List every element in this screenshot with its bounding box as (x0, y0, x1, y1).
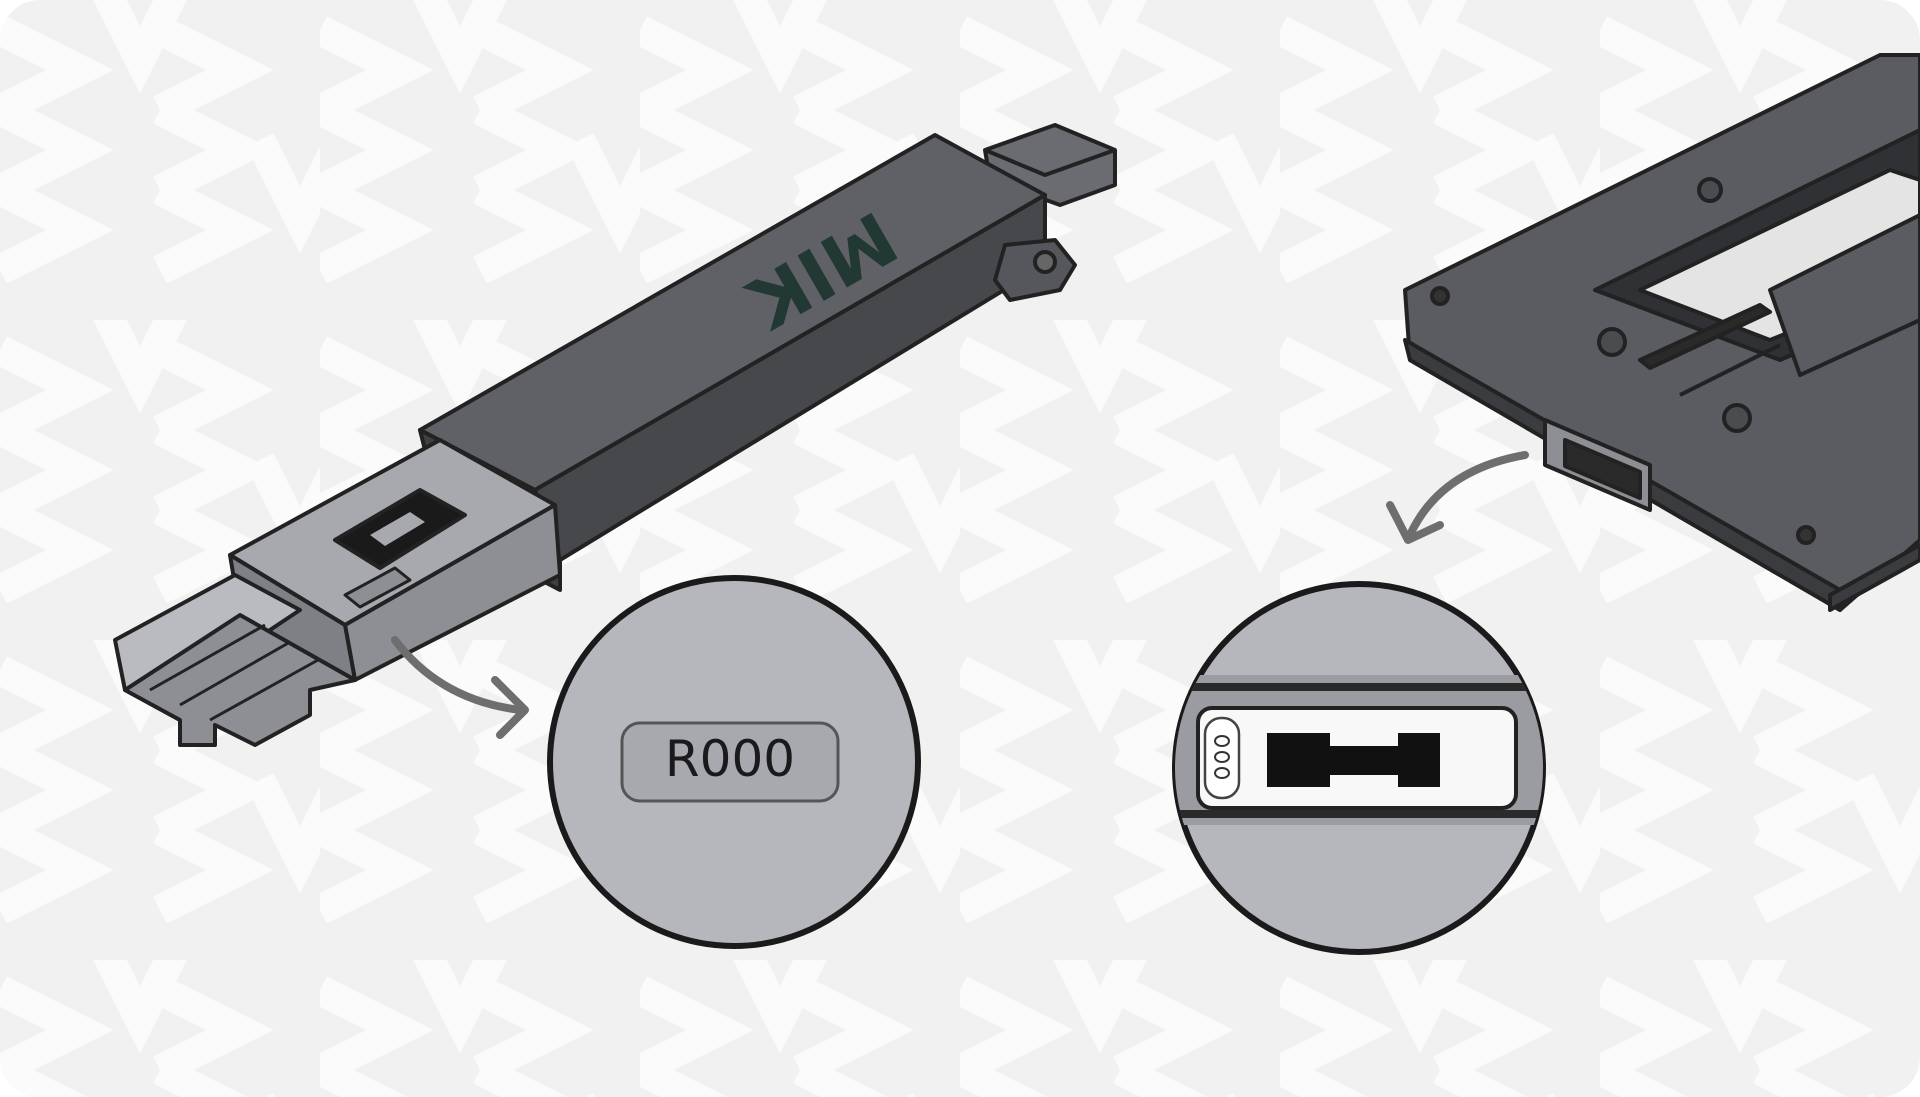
slot-connector-icon (1196, 706, 1518, 810)
receiver-board-icon (1403, 53, 1920, 612)
label-plate (620, 721, 840, 803)
label-text: R000 (665, 730, 795, 788)
arrow-icon (1386, 451, 1529, 544)
usb-stick-icon (113, 123, 1117, 747)
left-magnifier: R000 (547, 575, 921, 949)
arrow-icon (391, 636, 529, 739)
right-magnifier (1172, 581, 1546, 955)
